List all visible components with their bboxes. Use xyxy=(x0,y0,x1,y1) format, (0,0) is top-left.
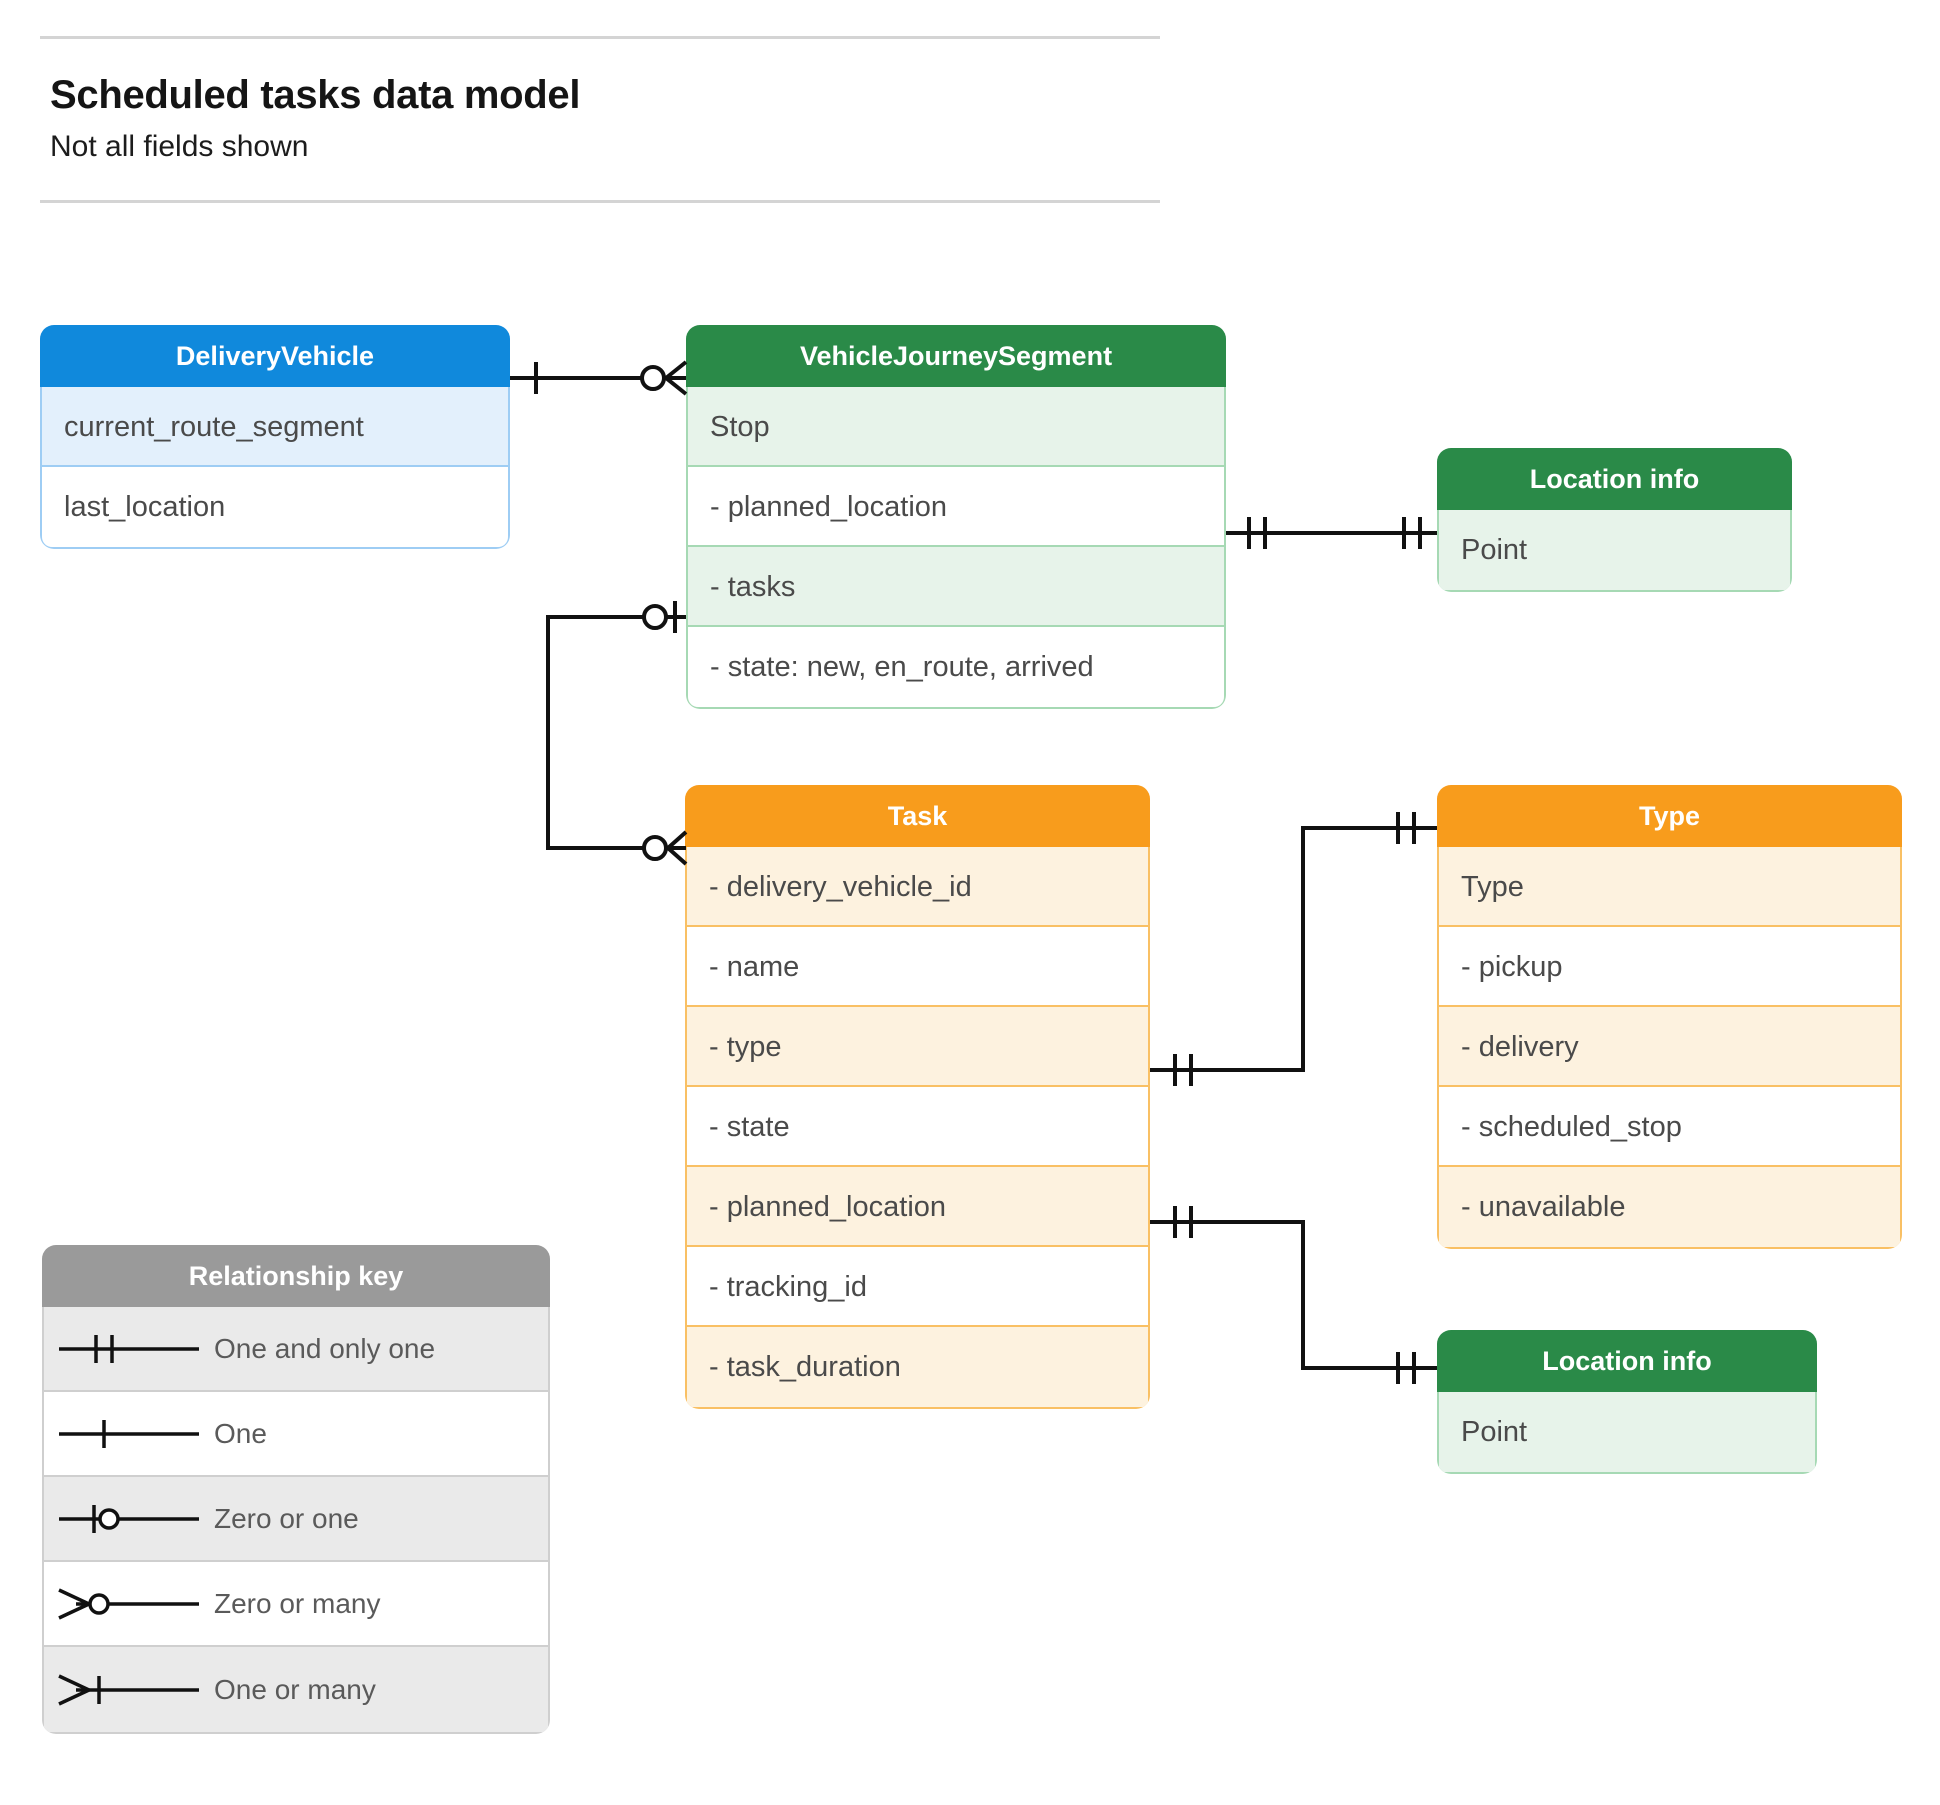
entity-type-title: Type xyxy=(1437,785,1902,847)
legend-item-label: Zero or one xyxy=(214,1502,359,1534)
connector-vjs-plannedlocation-locationinfo xyxy=(1226,517,1437,549)
field-row[interactable]: Type xyxy=(1439,847,1900,927)
field-row[interactable]: - tasks xyxy=(688,547,1224,627)
zero-or-one-icon xyxy=(44,1499,214,1539)
field-row[interactable]: - name xyxy=(687,927,1148,1007)
entity-vehicle-journey-segment-fields: Stop - planned_location - tasks - state:… xyxy=(686,387,1226,709)
field-row[interactable]: Point xyxy=(1439,1392,1815,1472)
legend-item-one-and-only-one: One and only one xyxy=(44,1307,548,1392)
field-row[interactable]: last_location xyxy=(64,491,226,523)
entity-location-info-top[interactable]: Location info Point xyxy=(1437,448,1792,592)
one-or-many-icon xyxy=(44,1670,214,1710)
legend-item-label: One or many xyxy=(214,1673,376,1705)
entity-vehicle-journey-segment-title: VehicleJourneySegment xyxy=(686,325,1226,387)
field-row[interactable]: - task_duration xyxy=(687,1327,1148,1407)
connector-vjs-tasks-task xyxy=(546,601,688,866)
field-row[interactable]: Point xyxy=(1439,510,1790,590)
entity-delivery-vehicle[interactable]: DeliveryVehicle current_route_segment la… xyxy=(40,325,510,549)
connector-task-plannedlocation-locationinfo xyxy=(1150,1206,1437,1384)
field-row[interactable]: - type xyxy=(687,1007,1148,1087)
legend-item-label: Zero or many xyxy=(214,1587,381,1619)
entity-type-fields: Type - pickup - delivery - scheduled_sto… xyxy=(1437,847,1902,1249)
legend-body: One and only one One xyxy=(42,1307,550,1734)
entity-location-info-bottom-fields: Point xyxy=(1437,1392,1817,1474)
entity-task-fields: - delivery_vehicle_id - name - type - st… xyxy=(685,847,1150,1409)
field-row[interactable]: current_route_segment xyxy=(42,387,508,467)
page-title: Scheduled tasks data model xyxy=(50,73,581,117)
legend-relationship-key: Relationship key One and only one xyxy=(42,1245,550,1734)
legend-item-one: One xyxy=(44,1392,548,1477)
field-row[interactable]: - scheduled_stop xyxy=(1439,1087,1900,1167)
field-row[interactable]: - delivery xyxy=(1439,1007,1900,1087)
connector-task-type-type xyxy=(1150,812,1437,1086)
header-divider-top xyxy=(40,36,1160,39)
entity-delivery-vehicle-title: DeliveryVehicle xyxy=(40,325,510,387)
field-row[interactable]: - planned_location xyxy=(687,1167,1148,1247)
legend-item-zero-or-many: Zero or many xyxy=(44,1562,548,1647)
field-row[interactable]: - tracking_id xyxy=(687,1247,1148,1327)
legend-title: Relationship key xyxy=(42,1245,550,1307)
field-row[interactable]: - planned_location xyxy=(688,467,1224,547)
one-icon xyxy=(44,1414,214,1454)
legend-item-label: One and only one xyxy=(214,1332,436,1364)
page-subtitle: Not all fields shown xyxy=(50,130,309,163)
legend-item-label: One xyxy=(214,1417,267,1449)
entity-location-info-top-fields: Point xyxy=(1437,510,1792,592)
header-divider-bottom xyxy=(40,200,1160,203)
field-row[interactable]: - delivery_vehicle_id xyxy=(687,847,1148,927)
field-row[interactable]: - state: new, en_route, arrived xyxy=(710,651,1094,683)
field-row[interactable]: - pickup xyxy=(1439,927,1900,1007)
field-row[interactable]: - unavailable xyxy=(1439,1167,1900,1247)
entity-delivery-vehicle-fields: current_route_segment last_location xyxy=(40,387,510,549)
entity-task[interactable]: Task - delivery_vehicle_id - name - type… xyxy=(685,785,1150,1409)
legend-item-zero-or-one: Zero or one xyxy=(44,1477,548,1562)
entity-type[interactable]: Type Type - pickup - delivery - schedule… xyxy=(1437,785,1902,1249)
one-and-only-one-icon xyxy=(44,1329,214,1369)
entity-vehicle-journey-segment[interactable]: VehicleJourneySegment Stop - planned_loc… xyxy=(686,325,1226,709)
field-row[interactable]: Stop xyxy=(688,387,1224,467)
entity-task-title: Task xyxy=(685,785,1150,847)
entity-location-info-bottom-title: Location info xyxy=(1437,1330,1817,1392)
zero-or-many-icon xyxy=(44,1584,214,1624)
entity-location-info-top-title: Location info xyxy=(1437,448,1792,510)
field-row[interactable]: - state xyxy=(687,1087,1148,1167)
legend-item-one-or-many: One or many xyxy=(44,1647,548,1732)
connector-deliveryvehicle-vehiclejourneysegment xyxy=(510,360,688,396)
entity-location-info-bottom[interactable]: Location info Point xyxy=(1437,1330,1817,1474)
